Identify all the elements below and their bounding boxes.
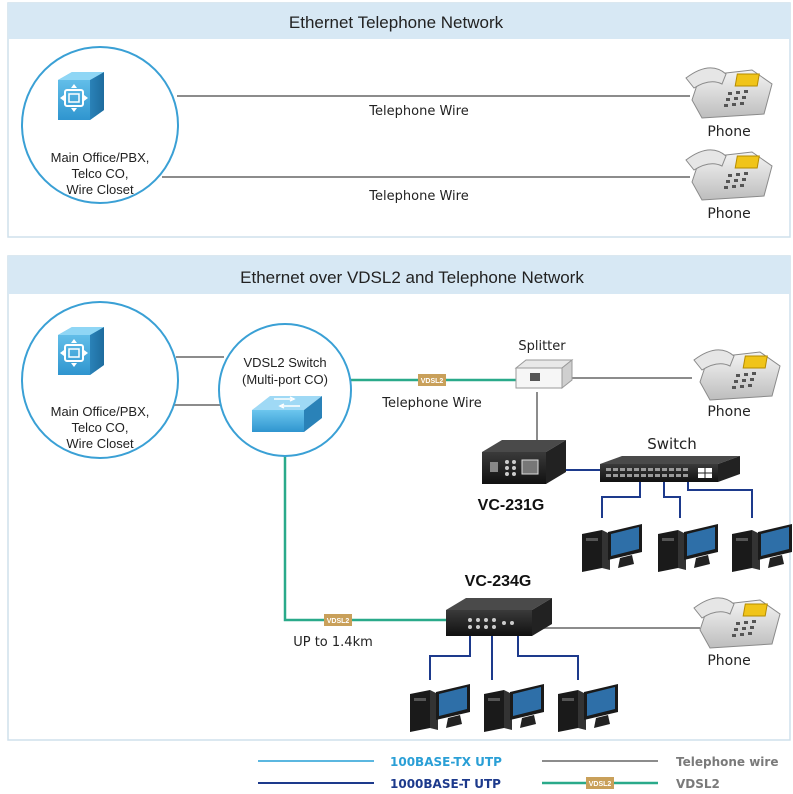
legend-label: VDSL2	[676, 777, 720, 791]
legend-item-telephone-wire: Telephone wire	[542, 755, 778, 769]
office-line-3: Wire Closet	[66, 182, 134, 197]
phone-icon	[694, 598, 780, 648]
office-line-1: Main Office/PBX,	[51, 150, 150, 165]
phone1-label: Phone	[707, 124, 750, 140]
svg-text:VDSL2: VDSL2	[327, 618, 350, 625]
telephone-wire-label: Telephone Wire	[381, 396, 481, 411]
phone-bottom-label: Phone	[707, 653, 750, 669]
legend-vdsl-tag: VDSL2	[589, 781, 612, 788]
office-line-2: Telco CO,	[71, 420, 128, 435]
pbx-cube-icon	[58, 327, 104, 375]
phone-top-label: Phone	[707, 404, 750, 420]
main-office-node: Main Office/PBX, Telco CO, Wire Closet	[22, 47, 178, 203]
pbx-cube-icon	[58, 72, 104, 120]
switch-label: Switch	[647, 435, 697, 453]
splitter-label: Splitter	[518, 339, 566, 354]
distance-label: UP to 1.4km	[293, 635, 373, 650]
phone2-label: Phone	[707, 206, 750, 222]
switch-line-2: (Multi-port CO)	[242, 372, 328, 387]
office-line-1: Main Office/PBX,	[51, 404, 150, 419]
splitter-device: Splitter	[516, 339, 572, 388]
office-line-2: Telco CO,	[71, 166, 128, 181]
office-line-3: Wire Closet	[66, 436, 134, 451]
legend: 100BASE-TX UTP Telephone wire 1000BASE-T…	[258, 755, 778, 791]
vdsl2-switch-node: VDSL2 Switch (Multi-port CO)	[219, 324, 351, 456]
vc-234g-label: VC-234G	[465, 573, 532, 590]
vdsl2-tag-top: VDSL2	[418, 374, 446, 386]
ethernet-switch-device	[600, 456, 740, 482]
switch-line-1: VDSL2 Switch	[243, 355, 326, 370]
vc-234g-device	[446, 598, 552, 636]
wire1-label: Telephone Wire	[368, 104, 468, 119]
phone-icon	[686, 68, 772, 118]
svg-text:VDSL2: VDSL2	[421, 378, 444, 385]
panel1-title: Ethernet Telephone Network	[289, 13, 504, 32]
panel-ethernet-over-vdsl2: Ethernet over VDSL2 and Telephone Networ…	[8, 256, 792, 740]
phone-icon	[686, 150, 772, 200]
main-office-node: Main Office/PBX, Telco CO, Wire Closet	[22, 302, 178, 458]
legend-item-100base-tx: 100BASE-TX UTP	[258, 755, 502, 769]
wire2-label: Telephone Wire	[368, 189, 468, 204]
legend-label: 100BASE-TX UTP	[390, 755, 502, 769]
vdsl2-tag-bottom: VDSL2	[324, 614, 352, 626]
legend-label: 1000BASE-T UTP	[390, 777, 501, 791]
panel-ethernet-telephone-network: Ethernet Telephone Network Telephone Wir…	[8, 3, 790, 237]
legend-item-1000base-t: 1000BASE-T UTP	[258, 777, 501, 791]
vc-231g-device	[482, 440, 566, 484]
legend-item-vdsl2: VDSL2 VDSL2	[542, 777, 720, 791]
phone-icon	[694, 350, 780, 400]
panel2-title: Ethernet over VDSL2 and Telephone Networ…	[240, 268, 584, 287]
legend-label: Telephone wire	[676, 755, 778, 769]
vc-231g-label: VC-231G	[478, 497, 545, 514]
